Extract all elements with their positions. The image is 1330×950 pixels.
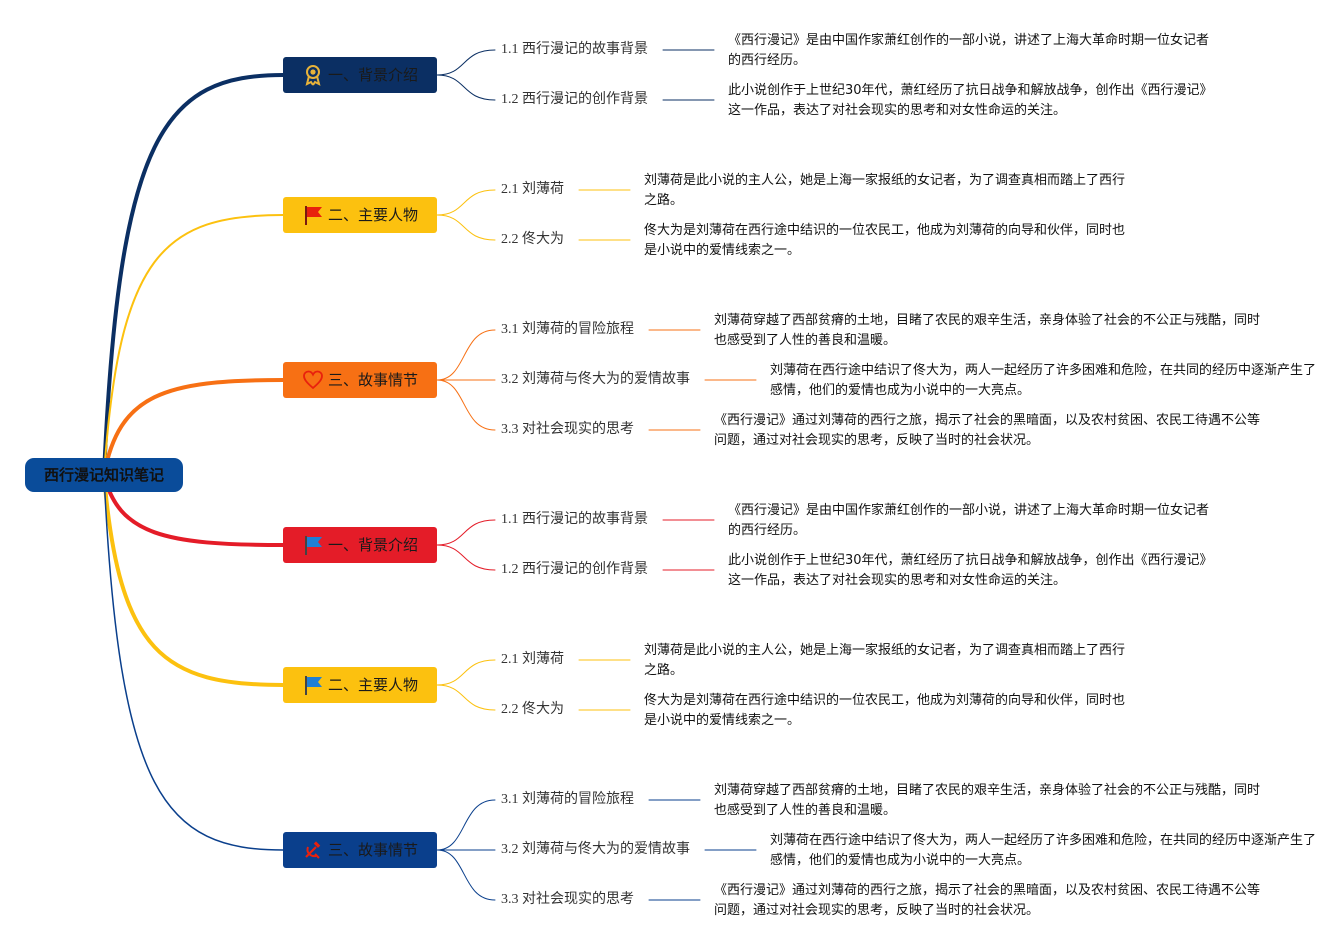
award-ribbon-icon	[302, 64, 324, 86]
topic-connector-6-3	[436, 849, 496, 901]
topic-3[interactable]: 三、故事情节	[283, 362, 437, 398]
topic-connector-4-1	[436, 519, 496, 546]
leaf-note: 刘薄荷穿越了西部贫瘠的土地，目睹了农民的艰辛生活，亲身体验了社会的不公正与残酷，…	[714, 313, 1261, 348]
topic-connector-3-1	[436, 329, 496, 381]
topic-6[interactable]: 三、故事情节	[283, 832, 437, 868]
blue-flag-icon	[302, 674, 324, 696]
topic-label: 三、故事情节	[327, 841, 418, 859]
root-connector-5	[102, 473, 285, 687]
leaf-note: 佟大为是刘薄荷在西行途中结识的一位农民工，他成为刘薄荷的向导和伙伴，同时也是小说…	[644, 223, 1126, 258]
subtopic-label[interactable]: 2.1 刘薄荷	[501, 182, 564, 197]
leaf-note: 刘薄荷在西行途中结识了佟大为，两人一起经历了许多困难和危险，在共同的经历中逐渐产…	[770, 363, 1317, 398]
root-connector-1	[102, 73, 285, 477]
leaf-note: 刘薄荷在西行途中结识了佟大为，两人一起经历了许多困难和危险，在共同的经历中逐渐产…	[770, 833, 1317, 868]
topic-connector-5-1	[436, 659, 496, 686]
root-connector-3	[102, 378, 285, 477]
leaf-note: 《西行漫记》通过刘薄荷的西行之旅，揭示了社会的黑暗面，以及农村贫困、农民工待遇不…	[714, 413, 1261, 448]
leaf-note: 刘薄荷穿越了西部贫瘠的土地，目睹了农民的艰辛生活，亲身体验了社会的不公正与残酷，…	[714, 783, 1261, 818]
topic-4[interactable]: 一、背景介绍	[283, 527, 437, 563]
root-connector-4	[102, 473, 285, 547]
leaf-note: 《西行漫记》是由中国作家萧红创作的一部小说，讲述了上海大革命时期一位女记者的西行…	[728, 33, 1210, 68]
leaf-note: 刘薄荷是此小说的主人公，她是上海一家报纸的女记者，为了调查真相而踏上了西行之路。	[644, 643, 1126, 678]
topic-connector-5-2	[436, 684, 496, 711]
leaf-note: 《西行漫记》是由中国作家萧红创作的一部小说，讲述了上海大革命时期一位女记者的西行…	[728, 503, 1210, 538]
subtopic-label[interactable]: 3.2 刘薄荷与佟大为的爱情故事	[501, 842, 690, 857]
subtopic-label[interactable]: 2.2 佟大为	[501, 702, 564, 717]
topic-label: 二、主要人物	[327, 206, 418, 224]
subtopic-label[interactable]: 1.1 西行漫记的故事背景	[501, 512, 648, 527]
root-topic-label: 西行漫记知识笔记	[43, 466, 164, 484]
root-connector-6	[103, 474, 284, 851]
topic-label: 一、背景介绍	[327, 536, 418, 554]
root-topic[interactable]: 西行漫记知识笔记	[25, 458, 183, 492]
leaf-note: 此小说创作于上世纪30年代，萧红经历了抗日战争和解放战争，创作出《西行漫记》这一…	[728, 553, 1213, 588]
topic-1[interactable]: 一、背景介绍	[283, 57, 437, 93]
subtopic-label[interactable]: 1.2 西行漫记的创作背景	[501, 562, 648, 577]
topic-label: 三、故事情节	[327, 371, 418, 389]
leaf-note: 刘薄荷是此小说的主人公，她是上海一家报纸的女记者，为了调查真相而踏上了西行之路。	[644, 173, 1126, 208]
subtopic-label[interactable]: 3.1 刘薄荷的冒险旅程	[501, 322, 634, 337]
hammer-sickle-icon	[302, 839, 324, 861]
topic-5[interactable]: 二、主要人物	[283, 667, 437, 703]
subtopic-label[interactable]: 2.1 刘薄荷	[501, 652, 564, 667]
leaf-note: 佟大为是刘薄荷在西行途中结识的一位农民工，他成为刘薄荷的向导和伙伴，同时也是小说…	[644, 693, 1126, 728]
topic-connector-2-2	[436, 214, 496, 241]
leaf-note: 《西行漫记》通过刘薄荷的西行之旅，揭示了社会的黑暗面，以及农村贫困、农民工待遇不…	[714, 883, 1261, 918]
root-connector-2	[103, 214, 284, 476]
topic-connector-1-1	[436, 49, 496, 76]
subtopic-label[interactable]: 3.2 刘薄荷与佟大为的爱情故事	[501, 372, 690, 387]
subtopic-label[interactable]: 3.3 对社会现实的思考	[501, 422, 634, 437]
subtopic-label[interactable]: 3.1 刘薄荷的冒险旅程	[501, 792, 634, 807]
leaf-note: 此小说创作于上世纪30年代，萧红经历了抗日战争和解放战争，创作出《西行漫记》这一…	[728, 83, 1213, 118]
topic-connector-2-1	[436, 189, 496, 216]
topic-label: 二、主要人物	[327, 676, 418, 694]
subtopic-label[interactable]: 2.2 佟大为	[501, 232, 564, 247]
red-flag-icon	[302, 204, 324, 226]
topic-connector-3-3	[436, 379, 496, 431]
subtopic-label[interactable]: 3.3 对社会现实的思考	[501, 892, 634, 907]
topic-label: 一、背景介绍	[327, 66, 418, 84]
subtopic-label[interactable]: 1.2 西行漫记的创作背景	[501, 92, 648, 107]
topic-connector-1-2	[436, 74, 496, 101]
topic-2[interactable]: 二、主要人物	[283, 197, 437, 233]
topic-connector-6-1	[436, 799, 496, 851]
topic-connector-4-2	[436, 544, 496, 571]
heart-icon	[302, 369, 324, 391]
subtopic-label[interactable]: 1.1 西行漫记的故事背景	[501, 42, 648, 57]
blue-flag-icon	[302, 534, 324, 556]
